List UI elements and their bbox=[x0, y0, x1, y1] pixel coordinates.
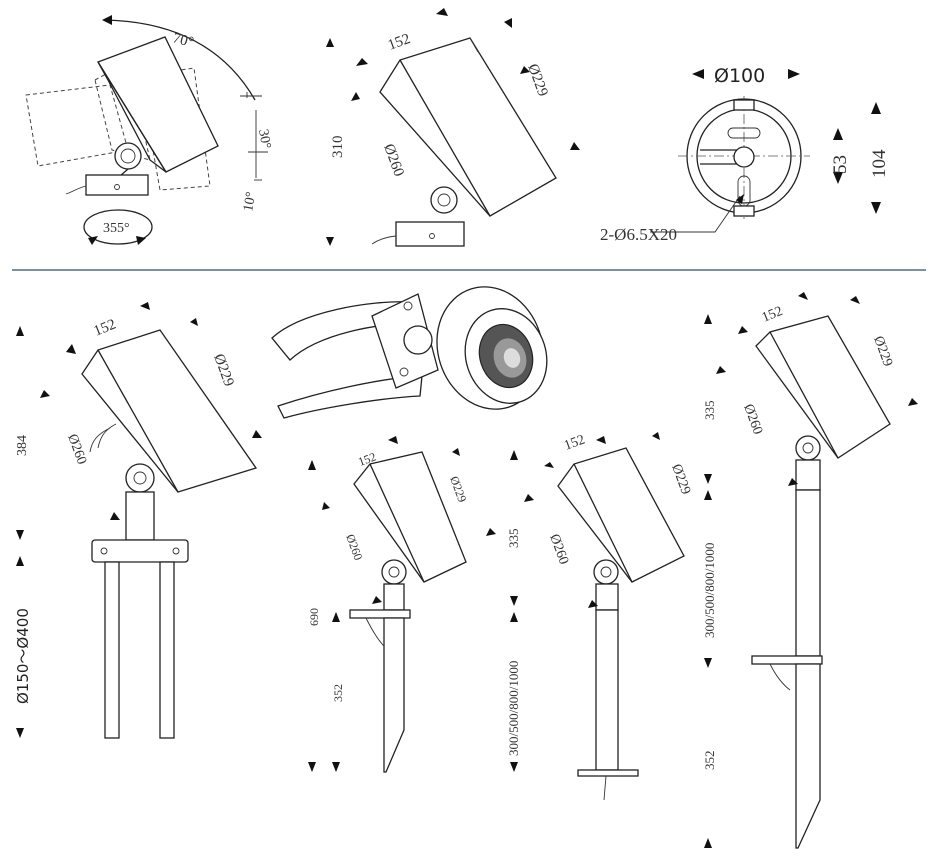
height-335-label: 335 bbox=[702, 401, 717, 421]
height-690-label: 690 bbox=[307, 608, 321, 626]
angle-70-label: 70° bbox=[171, 30, 195, 51]
perspective-view bbox=[271, 286, 548, 419]
angle-30-label: 30° bbox=[255, 128, 273, 150]
d229-label: Ø229 bbox=[668, 462, 693, 496]
angle-10-label: 10° bbox=[241, 191, 259, 213]
spike-352-label: 352 bbox=[702, 751, 717, 771]
d100-label: Ø100 bbox=[714, 65, 765, 87]
d260-label: Ø260 bbox=[380, 142, 406, 179]
pole-plate-diagram: 152 Ø229 335 Ø260 300/500/800/1000 bbox=[506, 432, 693, 801]
h104-label: 104 bbox=[869, 149, 890, 178]
d229-label: Ø229 bbox=[870, 334, 895, 368]
tilt-rotation-diagram: 70° 30° 10° 355° bbox=[25, 15, 273, 245]
d260-label: Ø260 bbox=[740, 402, 765, 436]
h53-label: 53 bbox=[830, 155, 851, 174]
height-335-label: 335 bbox=[506, 529, 521, 549]
height-384-label: 384 bbox=[15, 435, 30, 456]
d229-label: Ø229 bbox=[210, 352, 236, 389]
d229-label: Ø229 bbox=[524, 62, 550, 99]
width-152-label: 152 bbox=[562, 432, 587, 453]
pole-length-label: 300/500/800/1000 bbox=[506, 661, 521, 756]
d260-label: Ø260 bbox=[546, 532, 571, 566]
pole-spike-diagram: 152 Ø229 335 Ø260 300/500/800/1000 352 bbox=[702, 292, 918, 849]
range-label: Ø150～Ø400 bbox=[14, 608, 32, 704]
d229-label: Ø229 bbox=[447, 474, 469, 504]
mounting-plate-diagram: Ø100 104 53 2-Ø6.5X20 bbox=[600, 65, 890, 244]
height-310-label: 310 bbox=[330, 136, 346, 159]
holes-label: 2-Ø6.5X20 bbox=[600, 225, 677, 244]
spike-352-label: 352 bbox=[331, 684, 345, 702]
side-view-diagram: 152 Ø229 310 Ø260 bbox=[326, 8, 580, 247]
width-152-label: 152 bbox=[386, 31, 413, 54]
base-mount-diagram: 152 Ø229 384 Ø260 Ø150～Ø400 bbox=[14, 302, 262, 739]
pole-length-label: 300/500/800/1000 bbox=[702, 543, 717, 638]
angle-355-label: 355° bbox=[103, 221, 130, 236]
width-152-label: 152 bbox=[356, 450, 378, 469]
short-spike-diagram: 152 Ø229 Ø260 690 352 bbox=[307, 436, 496, 773]
width-152-label: 152 bbox=[92, 316, 119, 339]
width-152-label: 152 bbox=[760, 304, 785, 326]
d260-label: Ø260 bbox=[64, 432, 89, 466]
d260-label: Ø260 bbox=[343, 532, 365, 562]
